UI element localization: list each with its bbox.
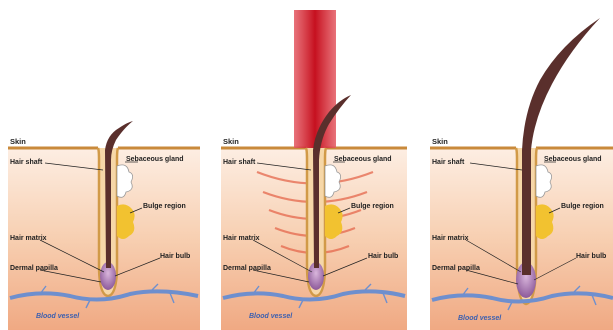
hair-shaft-label: Hair shaft	[10, 159, 43, 166]
sebaceous-gland-label: Sebaceous gland	[126, 156, 184, 163]
hair-shaft-label: Hair shaft	[432, 159, 465, 166]
blood-vessel-label: Blood vessel	[36, 313, 80, 320]
hair-matrix-label: Hair matrix	[432, 235, 469, 242]
hair-matrix-label: Hair matrix	[10, 235, 47, 242]
skin-label: Skin	[223, 137, 239, 146]
hair-bulb-label: Hair bulb	[160, 253, 190, 260]
bulge-region-label: Bulge region	[351, 203, 394, 210]
bulge-region	[536, 204, 554, 239]
dermal-papilla-label: Dermal papilla	[10, 265, 58, 272]
panel-after: Skin Hair shaft Sebaceous gland Bulge re…	[410, 0, 613, 330]
blood-vessel-label: Blood vessel	[249, 313, 293, 320]
bulge-region-label: Bulge region	[561, 203, 604, 210]
hair-bulb-label: Hair bulb	[368, 253, 398, 260]
sebaceous-gland-label: Sebaceous gland	[544, 156, 602, 163]
panel-laser-treatment: Skin Hair shaft Sebaceous gland Bulge re…	[205, 0, 410, 330]
sebaceous-gland-label: Sebaceous gland	[334, 156, 392, 163]
skin-label: Skin	[10, 137, 26, 146]
panel-before: Skin Hair shaft Sebaceous gland Bulge re…	[0, 0, 205, 330]
bulge-region	[325, 204, 343, 239]
skin-label: Skin	[432, 137, 448, 146]
dermal-papilla-label: Dermal papilla	[223, 265, 271, 272]
hair-matrix-label: Hair matrix	[223, 235, 260, 242]
hair-shaft-label: Hair shaft	[223, 159, 256, 166]
laser-beam	[294, 10, 336, 148]
blood-vessel-label: Blood vessel	[458, 315, 502, 322]
dermal-papilla-label: Dermal papilla	[432, 265, 480, 272]
bulge-region	[117, 204, 135, 239]
hair-bulb-label: Hair bulb	[576, 253, 606, 260]
bulge-region-label: Bulge region	[143, 203, 186, 210]
